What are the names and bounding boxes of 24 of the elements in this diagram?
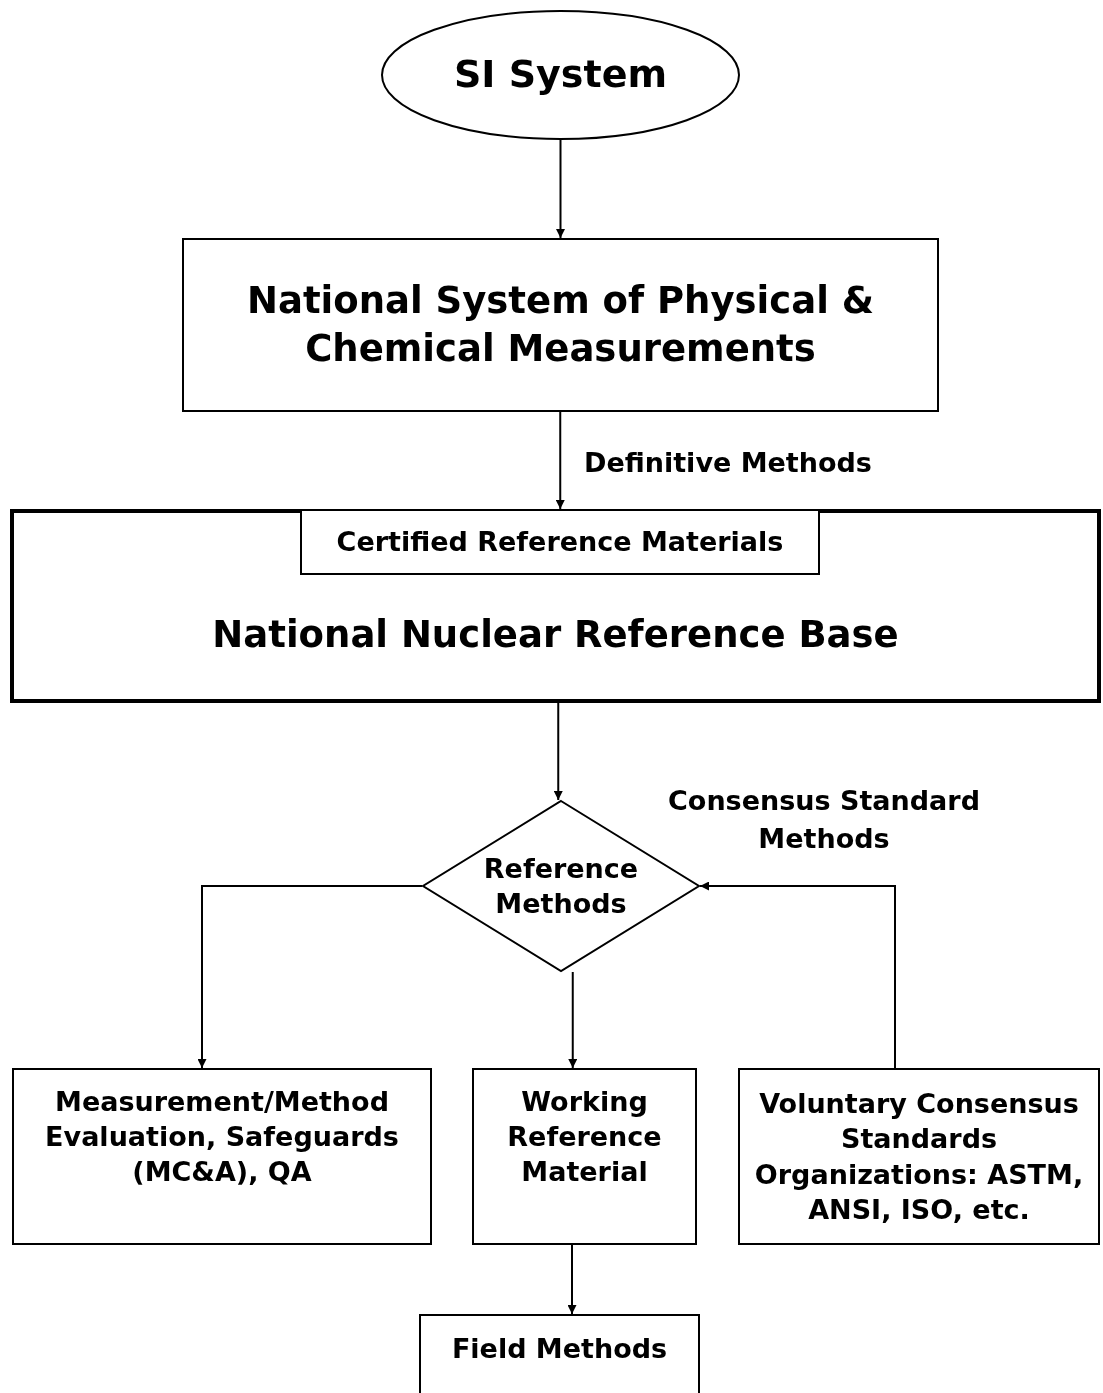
node-label: National System of Physical & Chemical Measurements	[246, 277, 875, 372]
node-label: Voluntary Consensus Standards Organizations: ASTM, ANSI, ISO, etc.	[753, 1087, 1085, 1227]
ellipse-node	[381, 10, 740, 140]
process-box	[738, 1068, 1100, 1245]
node-label: Field Methods	[450, 1331, 669, 1366]
arrow	[567, 1244, 577, 1315]
arrow	[553, 702, 563, 801]
node-label: Reference Methods	[482, 851, 640, 921]
arrow	[556, 139, 565, 239]
process-box	[472, 1068, 697, 1245]
node-label: Certified Reference Materials	[335, 525, 785, 560]
arrow	[197, 885, 423, 1069]
process-box	[12, 1068, 432, 1245]
process-box	[300, 509, 820, 575]
process-box	[182, 238, 939, 412]
process-box	[419, 1314, 700, 1393]
arrow	[555, 411, 565, 510]
node-label: Measurement/Method Evaluation, Safeguards (MC&A), QA	[44, 1085, 400, 1190]
node-label: Working Reference Material	[506, 1085, 663, 1190]
arrow	[699, 881, 896, 1069]
arrow	[568, 971, 578, 1069]
node-label: National Nuclear Reference Base	[211, 611, 900, 658]
group-box	[10, 509, 1101, 703]
node-label: SI System	[453, 51, 668, 99]
